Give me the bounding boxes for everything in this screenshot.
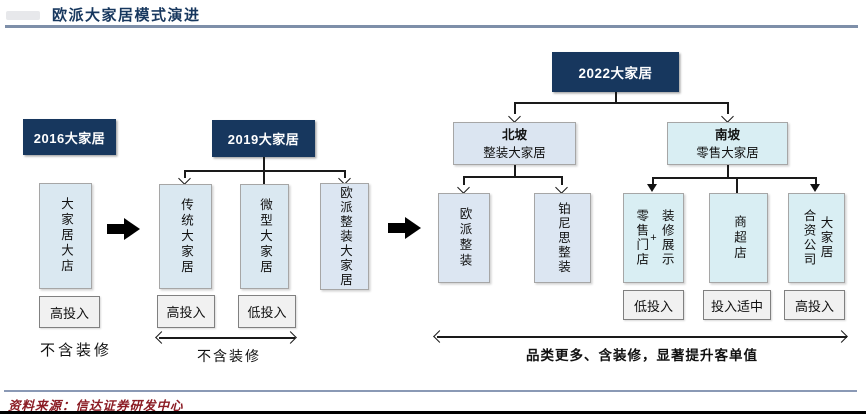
connector-line xyxy=(727,102,729,114)
connector-line xyxy=(184,170,186,178)
note-2022-benefit: 品类更多、含装修，显著提升客单值 xyxy=(526,348,758,363)
box-oupai-zhengzhuang-label: 欧派整装 xyxy=(457,207,472,269)
invest-high-2019: 高投入 xyxy=(157,295,215,328)
connector-line xyxy=(727,165,729,177)
box-dajiaju-dadian-label: 大家居大店 xyxy=(59,197,73,275)
box-shangchao-dian: 商超店 xyxy=(709,193,768,283)
footer-divider xyxy=(4,390,857,392)
connector-line xyxy=(652,177,816,179)
connector-line xyxy=(514,102,728,104)
arrow-left-icon xyxy=(155,331,168,344)
connector-line xyxy=(815,177,817,184)
note-no-decoration-2019: 不含装修 xyxy=(197,348,261,364)
invest-high-2016: 高投入 xyxy=(39,296,100,328)
invest-medium-2022: 投入适中 xyxy=(703,290,771,320)
box-shangchao-dian-label: 商超店 xyxy=(732,214,746,262)
arrow-right-icon xyxy=(284,331,297,344)
invest-high-2022: 高投入 xyxy=(784,290,845,320)
connector-line xyxy=(463,176,562,178)
connector-line xyxy=(514,102,516,114)
box-hezi-gongsi-dajiaju: 合资公司 大家居 xyxy=(788,193,845,283)
box-dajiaju-dadian: 大家居大店 xyxy=(39,183,92,289)
branch-south-name: 南坡 xyxy=(714,128,740,142)
connector-line xyxy=(514,165,516,176)
arrow-down-icon xyxy=(555,181,568,194)
bottom-rule xyxy=(0,411,866,414)
range-arrow-2022-icon xyxy=(437,336,847,338)
box-oupai-zhengzhuang-dajiaju: 欧派整装大家居 xyxy=(320,183,369,290)
arrow-right-icon xyxy=(835,330,848,343)
connector-line xyxy=(736,177,738,193)
invest-low-2019: 低投入 xyxy=(238,295,296,328)
triangle-down-icon xyxy=(647,184,657,192)
stage-transition-arrow-2-icon xyxy=(388,223,405,233)
box-chuantong-dajiaju: 传统大家居 xyxy=(159,184,212,289)
arrow-down-icon xyxy=(457,181,470,194)
connector-line xyxy=(344,170,346,178)
box-weixing-dajiaju-label: 微型大家居 xyxy=(258,197,272,276)
page-title: 欧派大家居模式演进 xyxy=(52,8,201,24)
invest-low-2022: 低投入 xyxy=(623,290,684,320)
stage-2022-header: 2022大家居 xyxy=(552,52,679,92)
dajiaju-column: 大家居 xyxy=(818,216,833,260)
box-lingshou-mendian-zhuangxiu-zhanshi: 零售门店 + 装修展示 xyxy=(623,193,684,283)
note-no-decoration-2016: 不含装修 xyxy=(40,342,113,359)
box-bonisi-zhengzhuang-label: 铂尼思整装 xyxy=(556,201,570,275)
branch-north-desc: 整装大家居 xyxy=(483,146,546,160)
arrow-left-icon xyxy=(433,330,446,343)
connector-line xyxy=(615,92,617,102)
arrow-down-icon xyxy=(508,110,521,123)
source-text: 资料来源：信达证券研发中心 xyxy=(8,399,184,413)
connector-line xyxy=(184,170,345,172)
title-underline xyxy=(5,25,858,28)
connector-line xyxy=(652,177,654,184)
box-weixing-dajiaju: 微型大家居 xyxy=(240,184,289,289)
joint-venture-column: 合资公司 xyxy=(801,209,816,267)
connector-line xyxy=(463,176,465,185)
decoration-display-column: 装修展示 xyxy=(659,209,674,267)
box-bonisi-zhengzhuang: 铂尼思整装 xyxy=(534,193,591,283)
branch-south-desc: 零售大家居 xyxy=(696,146,759,160)
watermark-artifact xyxy=(6,11,40,20)
triangle-down-icon xyxy=(810,184,820,192)
arrow-down-icon xyxy=(178,172,191,185)
range-arrow-2019-icon xyxy=(159,337,295,339)
branch-north-box: 北坡 整装大家居 xyxy=(453,122,576,165)
plus-sign: + xyxy=(650,232,657,244)
stage-2019-header: 2019大家居 xyxy=(212,120,315,157)
retail-store-column: 零售门店 xyxy=(634,209,649,267)
box-oupai-zhengzhuang-dajiaju-label: 欧派整装大家居 xyxy=(338,185,352,288)
branch-north-name: 北坡 xyxy=(501,128,527,142)
branch-south-box: 南坡 零售大家居 xyxy=(667,122,788,165)
box-oupai-zhengzhuang: 欧派整装 xyxy=(438,193,490,283)
stage-2016-header: 2016大家居 xyxy=(23,119,116,155)
arrow-down-icon xyxy=(721,110,734,123)
connector-line xyxy=(561,176,563,185)
stage-transition-arrow-1-icon xyxy=(107,224,124,234)
box-chuantong-dajiaju-label: 传统大家居 xyxy=(179,197,193,276)
